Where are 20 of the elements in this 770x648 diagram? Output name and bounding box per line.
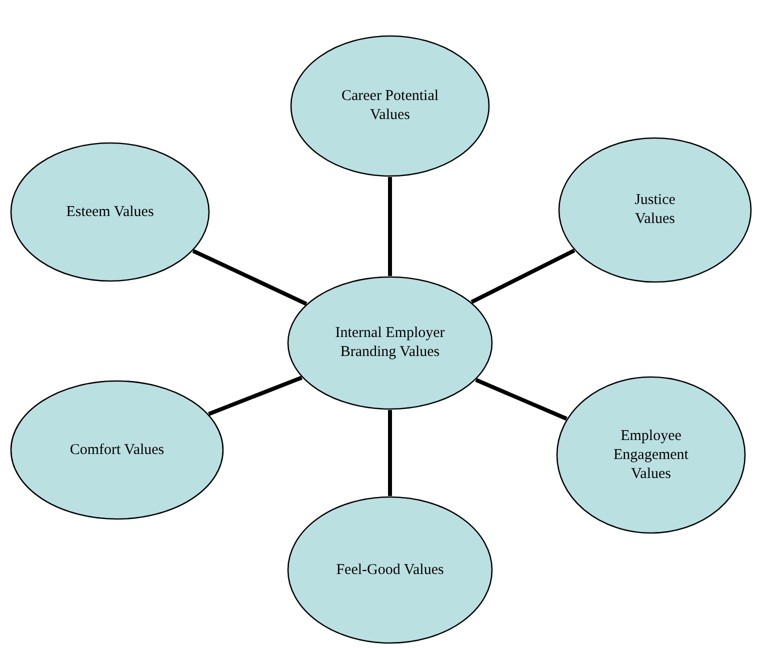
node-label: Career Potential Values — [340, 87, 440, 125]
node-label: Employee Engagement Values — [612, 426, 690, 484]
ellipse-node — [287, 276, 493, 410]
connector-line — [388, 410, 392, 496]
connector-line — [208, 376, 302, 416]
connector-line — [388, 177, 392, 276]
ellipse-node — [556, 376, 746, 534]
ellipse-node — [290, 35, 490, 177]
connector-line — [475, 378, 568, 421]
ellipse-node — [558, 137, 752, 283]
ellipse-node — [10, 380, 224, 520]
connector-line — [192, 249, 308, 306]
ellipse-node — [287, 496, 493, 644]
node-label: Feel-Good Values — [336, 560, 444, 580]
node-label: Internal Employer Branding Values — [334, 324, 446, 362]
node-label: Comfort Values — [70, 440, 164, 460]
connector-line — [470, 248, 576, 304]
node-label: Esteem Values — [66, 202, 154, 222]
ellipse-node — [10, 142, 210, 282]
node-label: Justice Values — [634, 191, 676, 229]
